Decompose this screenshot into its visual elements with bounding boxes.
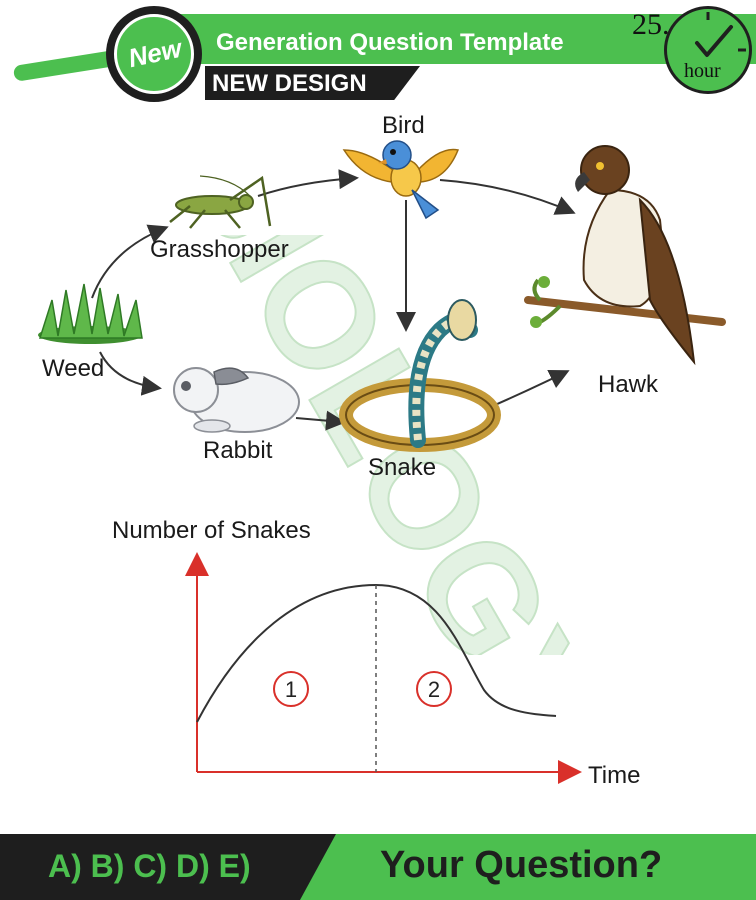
label-hawk: Hawk — [598, 371, 659, 398]
bird-icon — [342, 140, 460, 220]
arrow-bird-hawk — [439, 179, 576, 215]
weed-icon — [38, 283, 143, 344]
snake-population-graph: 1 2 — [185, 552, 582, 784]
arrow-snake-hawk — [487, 370, 570, 409]
region-1-label: 1 — [285, 677, 297, 702]
header-band — [150, 14, 756, 64]
region-2-marker — [416, 671, 452, 707]
snake-icon — [339, 299, 501, 452]
label-weed: Weed — [42, 355, 105, 382]
grasshopper-icon — [169, 175, 272, 229]
arrow-weed-grasshopper — [91, 224, 169, 299]
clock-icon — [664, 6, 752, 94]
footer-question-band — [300, 834, 756, 900]
clock-unit: hour — [684, 60, 721, 82]
magnifier-lens — [114, 14, 194, 94]
arrow-weed-rabbit — [99, 351, 162, 396]
header-subtitle: NEW DESIGN — [212, 70, 367, 97]
label-grasshopper: Grasshopper — [150, 236, 289, 263]
arrow-rabbit-snake — [295, 410, 346, 431]
clock-number: 25. — [632, 8, 670, 41]
region-2-label: 2 — [428, 677, 440, 702]
graph-y-label: Number of Snakes — [112, 517, 311, 544]
food-web-diagram — [38, 140, 726, 452]
subtitle-band — [205, 66, 420, 100]
answer-options: A) B) C) D) E) — [48, 848, 251, 884]
header-title: Generation Question Template — [216, 29, 564, 56]
population-curve — [196, 583, 557, 723]
question-prompt: Your Question? — [380, 844, 663, 886]
label-bird: Bird — [382, 112, 425, 139]
label-snake: Snake — [368, 454, 437, 481]
rabbit-icon — [173, 367, 300, 433]
hawk-icon — [524, 145, 726, 366]
clock-check-icon — [695, 12, 746, 57]
region-1-marker — [273, 671, 309, 707]
arrow-grasshopper-bird — [257, 169, 359, 197]
graph-x-label: Time — [588, 762, 641, 789]
label-rabbit: Rabbit — [203, 437, 273, 464]
